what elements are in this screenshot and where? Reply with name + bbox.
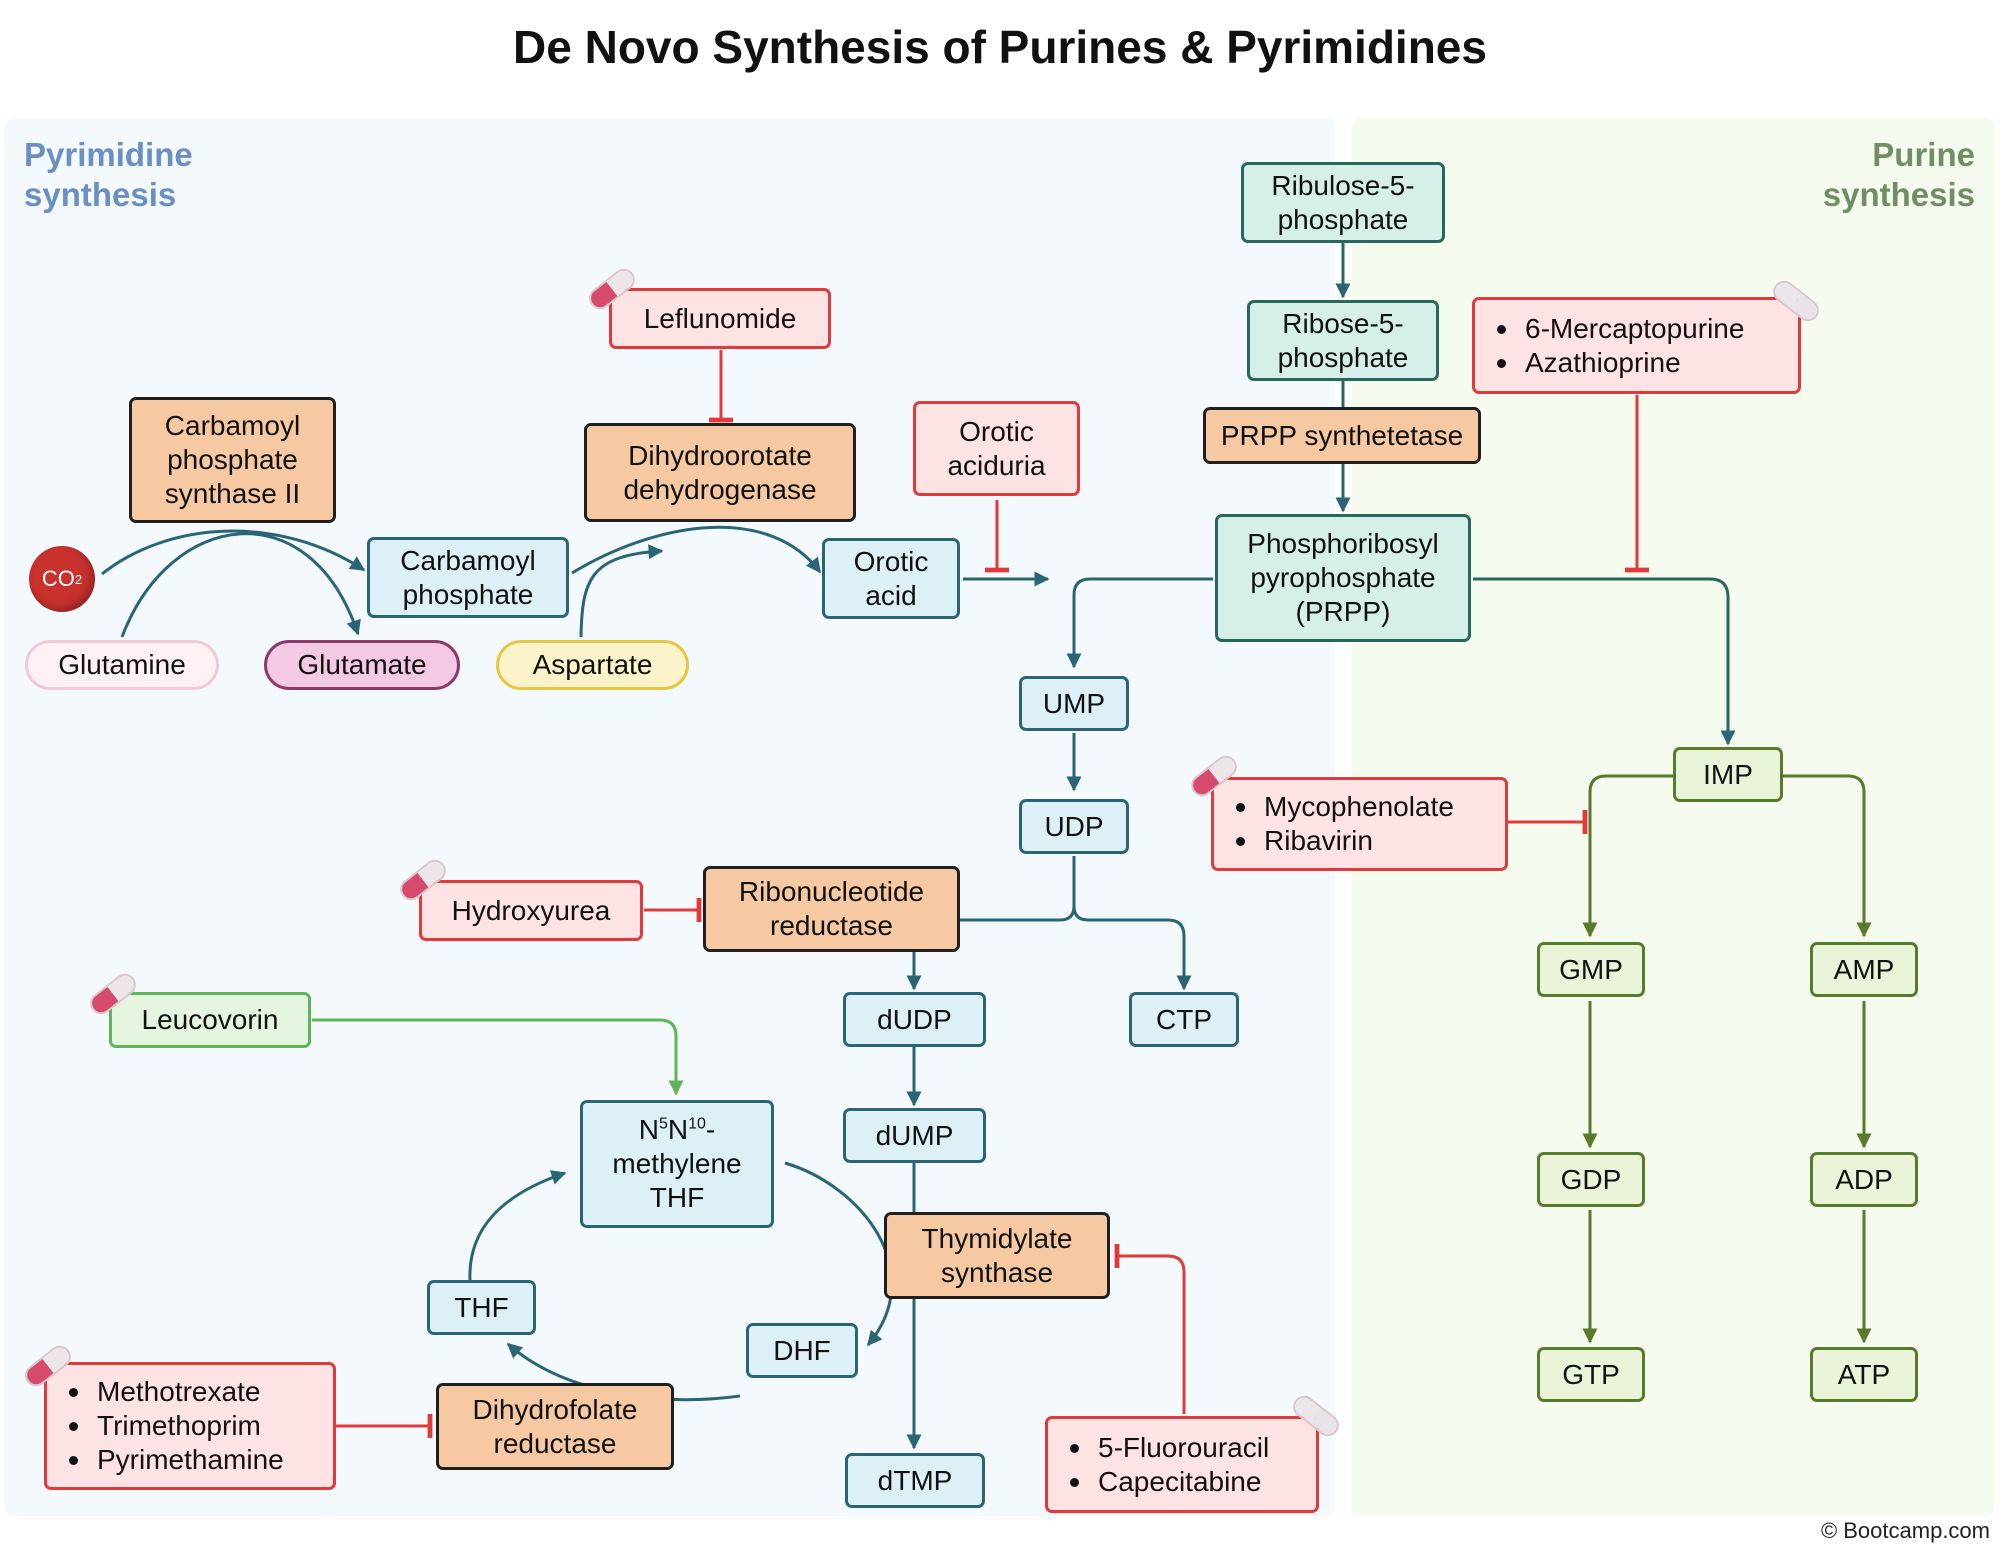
copyright-notice: © Bootcamp.com xyxy=(1820,1518,1990,1543)
adp-node: ADP xyxy=(1810,1152,1918,1207)
aspartate-merge-arrow xyxy=(579,544,664,638)
glutamate-node: Glutamate xyxy=(264,640,460,690)
ribulose-5-phosphate-node: Ribulose-5-phosphate xyxy=(1241,162,1445,243)
udp-to-ctp-arrow xyxy=(1072,905,1192,991)
prpp-to-ump-arrow xyxy=(1066,577,1213,669)
thf-to-n5n10-arrow xyxy=(468,1170,567,1281)
ribose-5-phosphate-node: Ribose-5-phosphate xyxy=(1247,300,1439,381)
glutamine-node: Glutamine xyxy=(25,640,219,690)
imp-to-amp-arrow xyxy=(1782,774,1872,938)
udp-node: UDP xyxy=(1019,799,1129,854)
carbamoyl-to-orotic-arrow xyxy=(571,525,822,575)
aspartate-node: Aspartate xyxy=(496,640,689,690)
dtmp-node: dTMP xyxy=(845,1453,985,1508)
atp-node: ATP xyxy=(1810,1347,1918,1402)
n5n10-to-dhf-arrow xyxy=(784,1161,894,1347)
hydroxyurea-drug: Hydroxyurea xyxy=(419,880,643,941)
thf-node: THF xyxy=(427,1280,536,1335)
dump-node: dUMP xyxy=(843,1108,986,1163)
co2-to-carbamoyl-arrow xyxy=(101,529,366,576)
gmp-node: GMP xyxy=(1537,942,1645,997)
imp-node: IMP xyxy=(1673,747,1783,802)
n5n10-methylene-thf-node: N5N10- methylene THF xyxy=(580,1100,774,1228)
leflunomide-drug: Leflunomide xyxy=(609,288,831,349)
leucovorin-arrow xyxy=(312,1018,684,1096)
imp-to-gmp-arrow xyxy=(1582,774,1673,938)
leucovorin-drug: Leucovorin xyxy=(109,992,311,1048)
page-title: De Novo Synthesis of Purines & Pyrimidin… xyxy=(513,21,1487,73)
ump-node: UMP xyxy=(1019,676,1129,731)
dudp-node: dUDP xyxy=(843,992,986,1047)
fluorouracil-inhibition xyxy=(1114,1244,1186,1414)
prpp-to-imp-arrow xyxy=(1473,577,1736,746)
amp-node: AMP xyxy=(1810,942,1918,997)
gtp-node: GTP xyxy=(1537,1347,1645,1402)
dhf-node: DHF xyxy=(746,1323,858,1378)
gdp-node: GDP xyxy=(1537,1152,1645,1207)
prpp-synthetase-enzyme: PRPP synthetetase xyxy=(1203,407,1481,464)
ctp-node: CTP xyxy=(1129,992,1239,1047)
glutamine-to-glutamate-arrow xyxy=(120,532,361,638)
